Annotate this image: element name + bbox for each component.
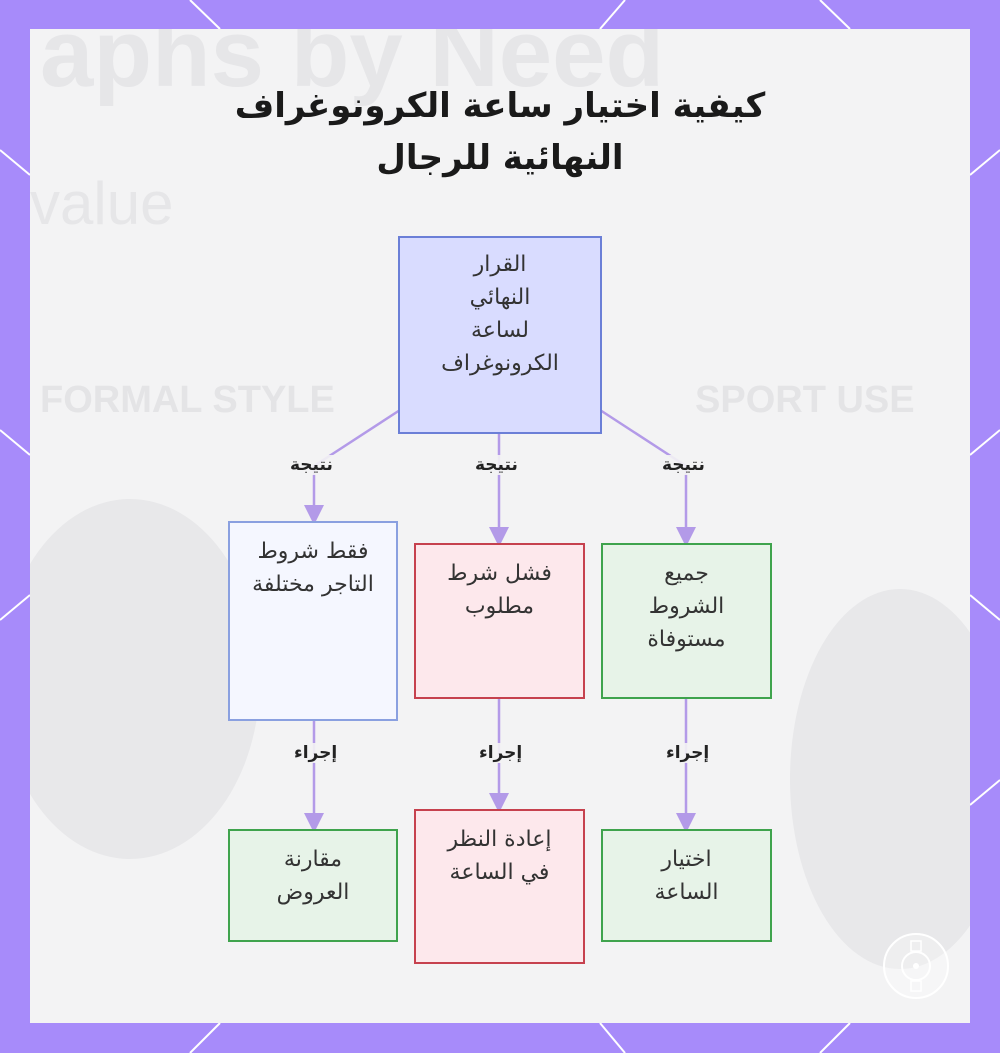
watermark-subheading: value xyxy=(30,170,174,237)
edge-label-result-right: نتيجة xyxy=(658,455,709,475)
watch-logo-icon xyxy=(883,933,949,999)
title-line-2: النهائية للرجال xyxy=(376,138,624,178)
watermark-right-label: SPORT USE xyxy=(695,379,915,421)
watermark-watch-right xyxy=(790,589,970,969)
edge-label-action-left: إجراء xyxy=(290,743,342,763)
watermark-heading: aphs by Need xyxy=(40,29,665,107)
node-merchant-terms-differ: فقط شروط التاجر مختلفة xyxy=(228,521,398,721)
title-line-1: كيفية اختيار ساعة الكرونوغراف xyxy=(234,86,766,126)
edge-label-result-left: نتيجة xyxy=(286,455,337,475)
edge-label-action-right: إجراء xyxy=(662,743,714,763)
node-all-conditions-met: جميع الشروط مستوفاة xyxy=(601,543,772,699)
node-reconsider-watch: إعادة النظر في الساعة xyxy=(414,809,585,964)
node-compare-offers: مقارنة العروض xyxy=(228,829,398,942)
node-final-decision: القرار النهائي لساعة الكرونوغراف xyxy=(398,236,602,434)
watermark-left-label: FORMAL STYLE xyxy=(40,379,335,421)
watermark-watch-left xyxy=(30,499,260,859)
edge-label-result-middle: نتيجة xyxy=(471,455,522,475)
diagram-title: كيفية اختيار ساعة الكرونوغراف النهائية ل… xyxy=(200,80,800,184)
edge-label-action-middle: إجراء xyxy=(475,743,527,763)
node-choose-watch: اختيار الساعة xyxy=(601,829,772,942)
node-required-condition-failed: فشل شرط مطلوب xyxy=(414,543,585,699)
